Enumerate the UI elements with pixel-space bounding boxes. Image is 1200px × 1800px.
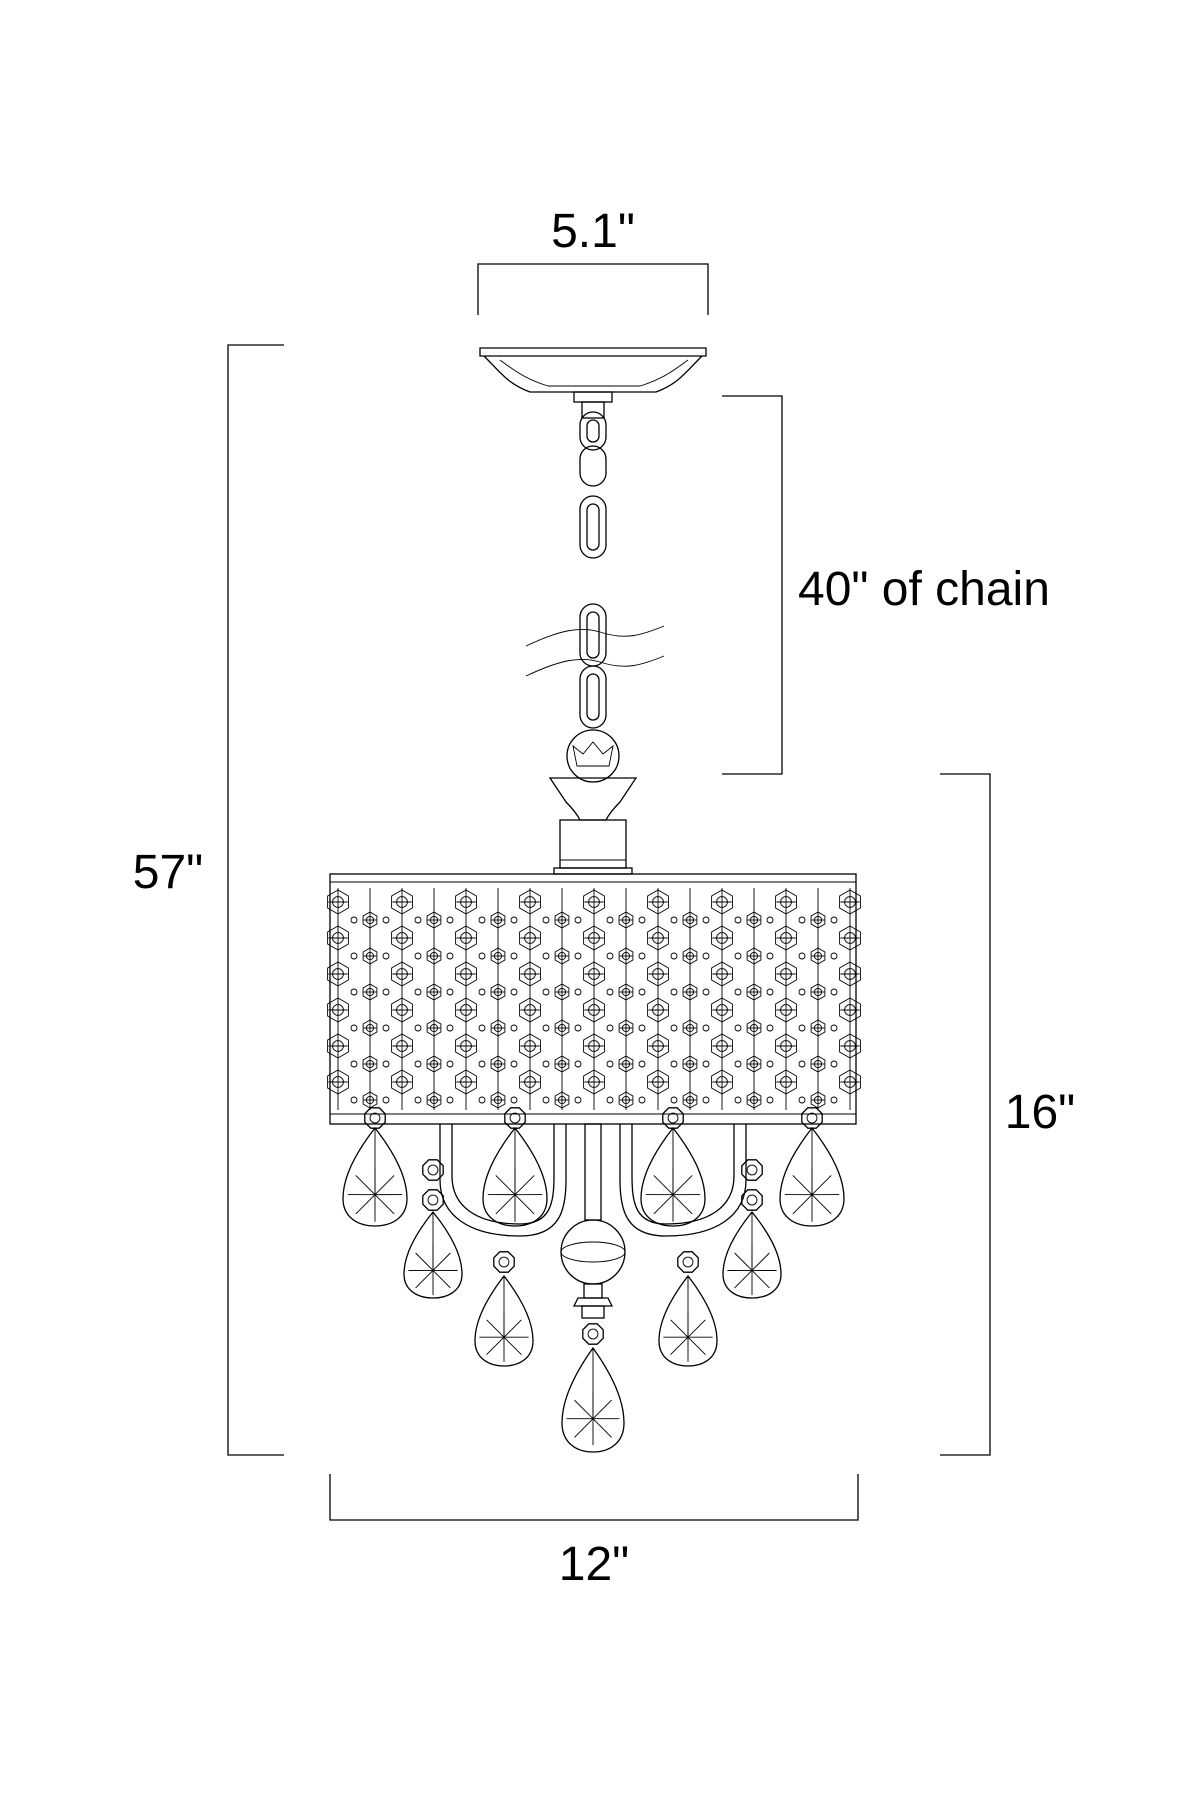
crystal-teardrop <box>474 1274 534 1367</box>
crystal-bead <box>504 1107 526 1129</box>
crystal-teardrop <box>482 1126 548 1227</box>
fixture-width-dimension: 12" <box>329 1474 859 1591</box>
crystal-teardrop <box>342 1126 408 1227</box>
crystal-teardrop <box>658 1274 718 1367</box>
crystal-teardrop <box>561 1346 625 1453</box>
crystal-teardrop <box>640 1126 706 1227</box>
overall-height-label: 57" <box>133 846 203 899</box>
fixture-height-label: 16" <box>1005 1086 1075 1139</box>
crystal-bead <box>493 1251 515 1273</box>
fixture-width-label: 12" <box>559 1538 629 1591</box>
crystal-bead <box>662 1107 684 1129</box>
overall-height-dimension: 57" <box>133 344 284 1456</box>
crystal-bead <box>422 1189 444 1211</box>
canopy-width-label: 5.1" <box>551 205 635 258</box>
crystal-teardrop <box>779 1126 845 1227</box>
crystal-bead <box>582 1323 604 1345</box>
fixture-cup <box>548 777 638 875</box>
canopy-width-dimension: 5.1" <box>477 205 709 315</box>
crystal-bead-pattern <box>327 888 861 1110</box>
crystal-bead <box>741 1159 763 1181</box>
crystal-bead <box>677 1251 699 1273</box>
crystal-bead <box>801 1107 823 1129</box>
chain-length-label: 40" of chain <box>798 563 1050 616</box>
chain <box>525 411 665 783</box>
crystal-teardrop <box>722 1210 782 1299</box>
chain-length-dimension: 40" of chain <box>722 395 1050 775</box>
crystal-teardrop <box>403 1210 463 1299</box>
crystal-bead <box>364 1107 386 1129</box>
ceiling-canopy <box>479 347 707 419</box>
crystal-bead <box>741 1189 763 1211</box>
fixture-arms <box>439 1123 747 1319</box>
fixture-height-dimension: 16" <box>940 773 1075 1456</box>
hanging-crystals <box>342 1107 845 1453</box>
crystal-bead <box>422 1159 444 1181</box>
crystal-drum-shade <box>327 873 861 1125</box>
